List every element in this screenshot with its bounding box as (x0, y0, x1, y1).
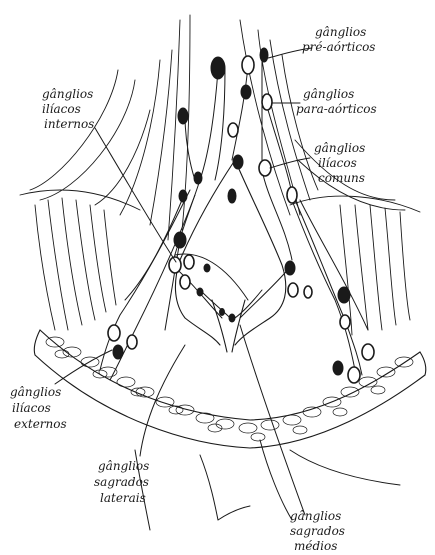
label-line: sagrados (290, 524, 345, 538)
svg-text:sagrados: sagrados (94, 475, 149, 489)
lymph-node (340, 315, 350, 329)
label-iliacos-comuns: gânglios ilíacos comuns (314, 141, 365, 185)
lymph-node (259, 160, 271, 176)
label-line: médios (294, 539, 337, 553)
lymph-node (108, 325, 120, 341)
svg-text:internos: internos (44, 117, 94, 131)
label-line: laterais (100, 491, 146, 505)
ligament-texture (46, 337, 413, 441)
label-line: sagrados (94, 475, 149, 489)
label-line: gânglios (314, 141, 365, 155)
lymph-node (184, 255, 194, 269)
lymph-node (180, 275, 190, 289)
lower-outlines (135, 440, 400, 530)
svg-text:ilíacos: ilíacos (12, 401, 51, 415)
svg-text:gânglios: gânglios (303, 87, 354, 101)
label-line: gânglios (290, 509, 341, 523)
label-line: externos (14, 417, 67, 431)
label-line: ilíacos (318, 156, 357, 170)
leader-iliacos-comuns (270, 158, 310, 168)
lymph-node (228, 189, 236, 203)
label-line: comuns (318, 171, 365, 185)
label-line: ilíacos (42, 102, 81, 116)
lymph-node (211, 57, 225, 79)
lymph-node (179, 190, 187, 202)
lymph-node (304, 286, 312, 298)
nodes-iliacos-externos-right (285, 261, 374, 383)
lymph-node (194, 172, 202, 184)
label-line: para-aórticos (296, 102, 377, 116)
label-line: internos (44, 117, 94, 131)
lymph-node (197, 288, 203, 296)
svg-text:gânglios: gânglios (314, 141, 365, 155)
lymph-node (178, 108, 188, 124)
label-line: gânglios (10, 385, 61, 399)
label-pre-aorticos: gânglios pré-aórticos (302, 25, 375, 54)
label-line: gânglios (303, 87, 354, 101)
lymph-node (241, 85, 251, 99)
leader-sagrados-laterais (140, 345, 185, 456)
label-iliacos-internos: gânglios ilíacos internos (42, 87, 94, 131)
label-sagrados-laterais: gânglios sagrados laterais (94, 459, 149, 505)
lymph-node (204, 264, 210, 272)
svg-text:gânglios: gânglios (42, 87, 93, 101)
lymph-node (348, 367, 360, 383)
svg-text:sagrados: sagrados (290, 524, 345, 538)
lymph-node (233, 155, 243, 169)
lymph-node (262, 94, 272, 110)
nodes-para-aorticos (178, 94, 272, 137)
lymph-node (229, 314, 235, 322)
svg-text:ilíacos: ilíacos (318, 156, 357, 170)
label-para-aorticos: gânglios para-aórticos (296, 87, 377, 116)
label-line: ilíacos (12, 401, 51, 415)
label-iliacos-externos: gânglios ilíacos externos (10, 385, 67, 431)
lymph-node (287, 187, 297, 203)
label-line: gânglios (42, 87, 93, 101)
lymph-node (113, 345, 123, 359)
lymph-node (169, 257, 181, 273)
lymph-node (260, 48, 268, 62)
label-line: gânglios (98, 459, 149, 473)
svg-text:externos: externos (14, 417, 67, 431)
svg-text:pré-aórticos: pré-aórticos (302, 40, 375, 54)
svg-text:laterais: laterais (100, 491, 146, 505)
lymph-node (288, 283, 298, 297)
lymph-node (362, 344, 374, 360)
svg-text:gânglios: gânglios (10, 385, 61, 399)
lymph-node (228, 123, 238, 137)
lymph-node (333, 361, 343, 375)
nodes-pre-aorticos (211, 48, 268, 99)
svg-text:gânglios: gânglios (290, 509, 341, 523)
svg-text:gânglios: gânglios (98, 459, 149, 473)
svg-text:ilíacos: ilíacos (42, 102, 81, 116)
svg-text:comuns: comuns (318, 171, 365, 185)
label-sagrados-medios: gânglios sagrados médios (290, 509, 345, 553)
lymph-node (174, 232, 186, 248)
label-line: pré-aórticos (302, 40, 375, 54)
nodes-iliacos-comuns (179, 155, 297, 203)
lymph-node (285, 261, 295, 275)
lymph-node (338, 287, 350, 303)
lymph-node (127, 335, 137, 349)
lymph-node (220, 309, 225, 316)
label-line: gânglios (315, 25, 366, 39)
lymph-node (242, 56, 254, 74)
nodes-iliacos-externos-left (108, 325, 137, 359)
svg-text:médios: médios (294, 539, 337, 553)
iliacus-right (290, 196, 420, 335)
svg-text:gânglios: gânglios (315, 25, 366, 39)
svg-text:para-aórticos: para-aórticos (296, 102, 377, 116)
